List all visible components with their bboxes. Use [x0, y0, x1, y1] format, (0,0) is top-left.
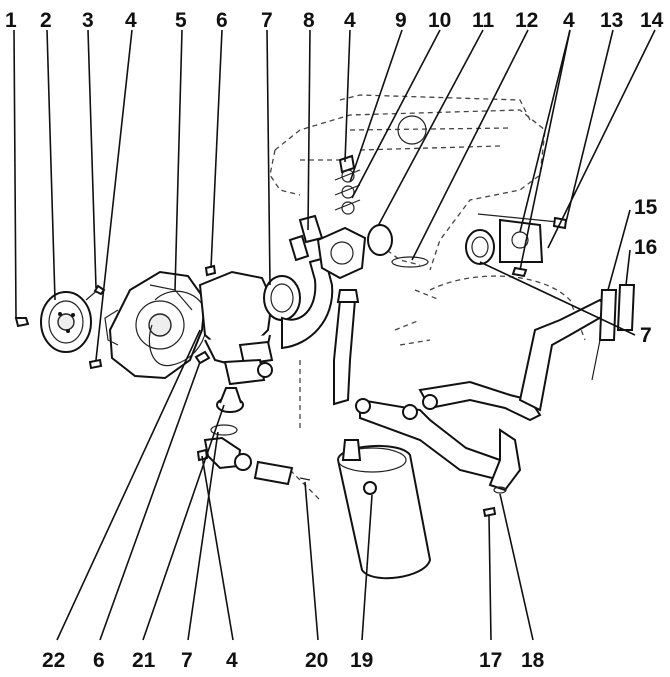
callout-11: 11 — [472, 9, 495, 32]
callout-4c: 4 — [563, 9, 575, 32]
bolt-part-4a — [88, 358, 103, 370]
o-ring-part-12 — [391, 256, 429, 268]
leader-lines — [13, 29, 656, 641]
flange-part-8 — [288, 214, 324, 262]
coolant-flange-part — [316, 154, 393, 280]
screw-part-17 — [482, 506, 497, 518]
callouts-bottom: 22 6 21 7 4 20 19 17 18 — [42, 649, 545, 672]
callouts-top: 1 2 3 4 5 6 7 8 4 9 10 11 12 4 13 14 — [5, 9, 664, 32]
callout-5: 5 — [175, 9, 187, 32]
callout-20: 20 — [305, 649, 328, 672]
callout-12: 12 — [515, 9, 538, 32]
callout-15: 15 — [634, 196, 658, 219]
callout-3: 3 — [82, 9, 94, 32]
callout-18: 18 — [521, 649, 545, 672]
bolt-part-4b — [194, 350, 211, 365]
gasket-part-7b — [465, 229, 495, 265]
callout-1: 1 — [5, 9, 17, 32]
lower-hose-part — [333, 289, 612, 492]
callouts-right: 15 16 7 — [634, 196, 658, 347]
callout-7a: 7 — [261, 9, 273, 32]
gasket-part-22 — [148, 290, 208, 367]
callout-4a: 4 — [125, 9, 137, 32]
callout-6b: 6 — [93, 649, 105, 672]
callout-2: 2 — [40, 9, 52, 32]
pump-body-part — [198, 264, 301, 386]
washer-part-18 — [493, 486, 507, 494]
callout-22: 22 — [42, 649, 65, 672]
callout-6a: 6 — [216, 9, 228, 32]
callout-9: 9 — [395, 9, 407, 32]
callout-13: 13 — [600, 9, 623, 32]
pulley-part — [40, 291, 92, 353]
callout-14: 14 — [640, 9, 664, 32]
callout-8: 8 — [303, 9, 315, 32]
callout-4b: 4 — [344, 9, 356, 32]
bolt-part-1 — [14, 317, 30, 328]
callout-17: 17 — [479, 649, 502, 672]
callout-7c: 7 — [181, 649, 193, 672]
screw-part-3 — [85, 284, 106, 301]
pipe-ends-part — [591, 284, 636, 381]
hose-part-20 — [253, 460, 294, 486]
callout-4d: 4 — [226, 649, 238, 672]
callout-7b: 7 — [640, 324, 652, 347]
oil-filter-part — [336, 439, 432, 580]
callout-19: 19 — [350, 649, 373, 672]
o-ring-part-7c — [210, 424, 238, 436]
thermostat-cover-part — [203, 436, 252, 471]
outlet-flange-part — [477, 213, 568, 278]
callout-16: 16 — [634, 236, 657, 259]
callout-10: 10 — [428, 9, 451, 32]
callout-21: 21 — [132, 649, 156, 672]
thermostat-part — [216, 387, 244, 413]
clip-part-20 — [299, 477, 311, 481]
bolt-part-4c — [196, 448, 209, 462]
water-pump-housing-part — [104, 270, 207, 380]
